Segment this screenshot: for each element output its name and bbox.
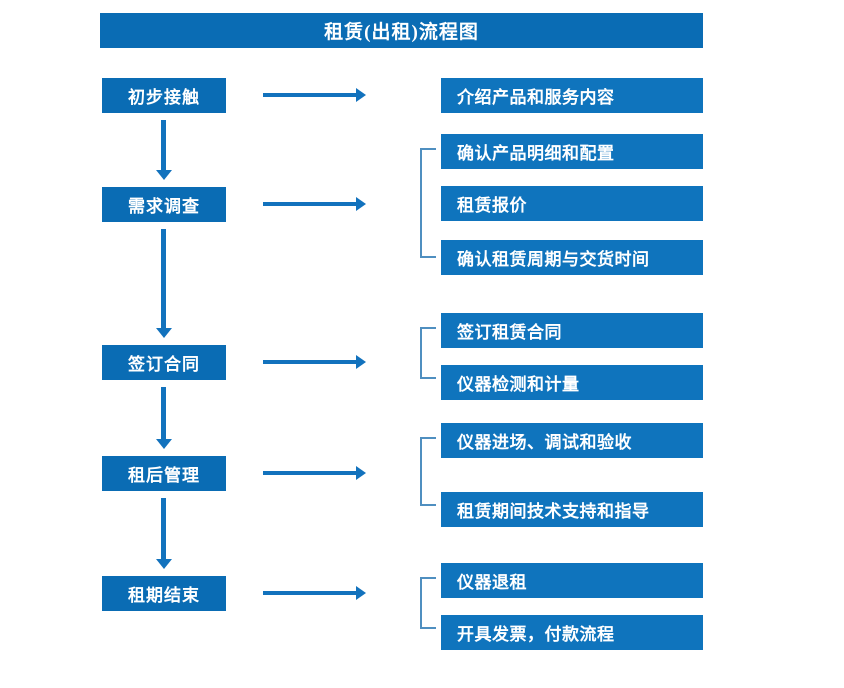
stage-box-需求调查[interactable]: 需求调查 [102,187,226,222]
detail-box-租赁期间技术支持和指导[interactable]: 租赁期间技术支持和指导 [441,492,703,527]
down-arrow-icon-2 [156,229,172,338]
stage-box-租后管理[interactable]: 租后管理 [102,456,226,491]
down-arrow-icon-1 [156,120,172,180]
right-arrow-icon-5 [263,586,366,600]
stage-box-签订合同[interactable]: 签订合同 [102,345,226,380]
right-arrow-icon-1 [263,88,366,102]
right-arrow-icon-3 [263,355,366,369]
group-bracket-需求调查 [420,148,436,258]
detail-box-仪器检测和计量[interactable]: 仪器检测和计量 [441,365,703,400]
stage-box-租期结束[interactable]: 租期结束 [102,576,226,611]
detail-box-签订租赁合同[interactable]: 签订租赁合同 [441,313,703,348]
detail-box-确认租赁周期与交货时间[interactable]: 确认租赁周期与交货时间 [441,240,703,275]
group-bracket-签订合同 [420,327,436,379]
group-bracket-租后管理 [420,437,436,506]
detail-box-介绍产品和服务内容[interactable]: 介绍产品和服务内容 [441,78,703,113]
detail-box-开具发票付款流程[interactable]: 开具发票，付款流程 [441,615,703,650]
group-bracket-租期结束 [420,577,436,629]
down-arrow-icon-3 [156,387,172,449]
down-arrow-icon-4 [156,498,172,569]
flowchart-title: 租赁(出租)流程图 [100,13,703,48]
detail-box-仪器进场调试和验收[interactable]: 仪器进场、调试和验收 [441,423,703,458]
right-arrow-icon-2 [263,197,366,211]
stage-box-初步接触[interactable]: 初步接触 [102,78,226,113]
right-arrow-icon-4 [263,466,366,480]
detail-box-确认产品明细和配置[interactable]: 确认产品明细和配置 [441,134,703,169]
detail-box-仪器退租[interactable]: 仪器退租 [441,563,703,598]
detail-box-租赁报价[interactable]: 租赁报价 [441,186,703,221]
